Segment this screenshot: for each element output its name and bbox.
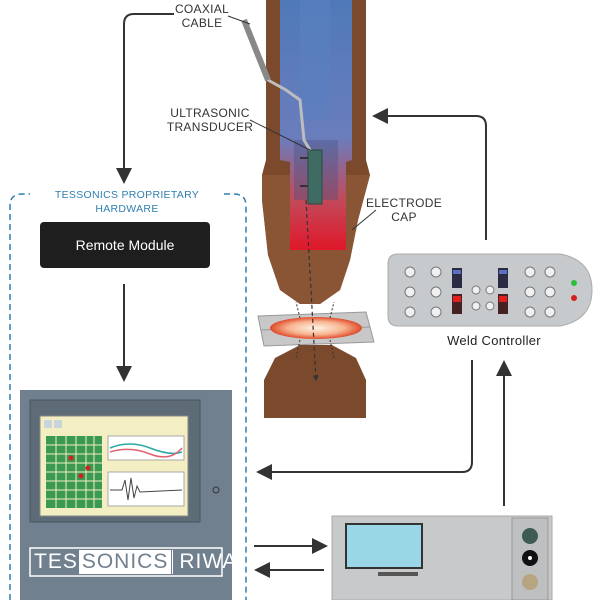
connection-arrows <box>116 13 512 578</box>
unit-display <box>345 523 423 569</box>
upper-electrode <box>262 0 370 304</box>
coaxial-cable-label: COAXIAL CABLE <box>162 2 242 30</box>
transducer-label-line1: ULTRASONIC <box>170 106 250 120</box>
ultrasonic-transducer <box>300 149 323 205</box>
riwa-status-grid <box>46 436 102 508</box>
signal-processing-unit <box>331 515 553 600</box>
electrode-cap-label-line1: ELECTRODE <box>365 196 443 210</box>
coaxial-leader <box>227 15 251 25</box>
remote-module: Remote Module <box>40 222 210 268</box>
tessonics-riwa-logo: TES SONICS RIWA <box>30 548 236 576</box>
electrode-leader <box>351 209 377 231</box>
brand-part-riwa: RIWA <box>172 550 237 574</box>
controller-to-electrode-arrow <box>372 108 487 240</box>
controller-to-riwa-arrow <box>256 360 473 480</box>
transducer-label-line2: TRANSDUCER <box>166 120 254 134</box>
electrode-cap-label: ELECTRODE CAP <box>362 196 446 224</box>
cable-to-remote-arrow <box>116 13 174 184</box>
brand-frame <box>29 547 223 577</box>
brand-part-tes: TES <box>34 550 78 573</box>
coaxial-cable-label-line1: COAXIAL <box>174 2 230 16</box>
transducer-leader <box>249 119 311 151</box>
workpiece-stack <box>257 311 375 347</box>
cable-gland <box>241 18 271 82</box>
weld-nugget <box>270 317 362 339</box>
brand-part-sonics: SONICS <box>78 550 172 574</box>
ultrasound-beam <box>295 199 335 382</box>
weld-controller <box>387 253 593 327</box>
hardware-group-label: TESSONICS PROPRIETARY HARDWARE <box>32 188 222 216</box>
hardware-group-outline <box>9 193 247 600</box>
green-button-icon <box>522 528 538 544</box>
weld-controller-label: Weld Controller <box>447 333 541 348</box>
lower-electrode <box>264 345 366 418</box>
coaxial-cable-label-line2: CABLE <box>181 16 223 30</box>
electrode-cap-label-line2: CAP <box>391 210 417 224</box>
transducer-label: ULTRASONIC TRANSDUCER <box>160 106 260 134</box>
tan-button-icon <box>522 574 538 590</box>
